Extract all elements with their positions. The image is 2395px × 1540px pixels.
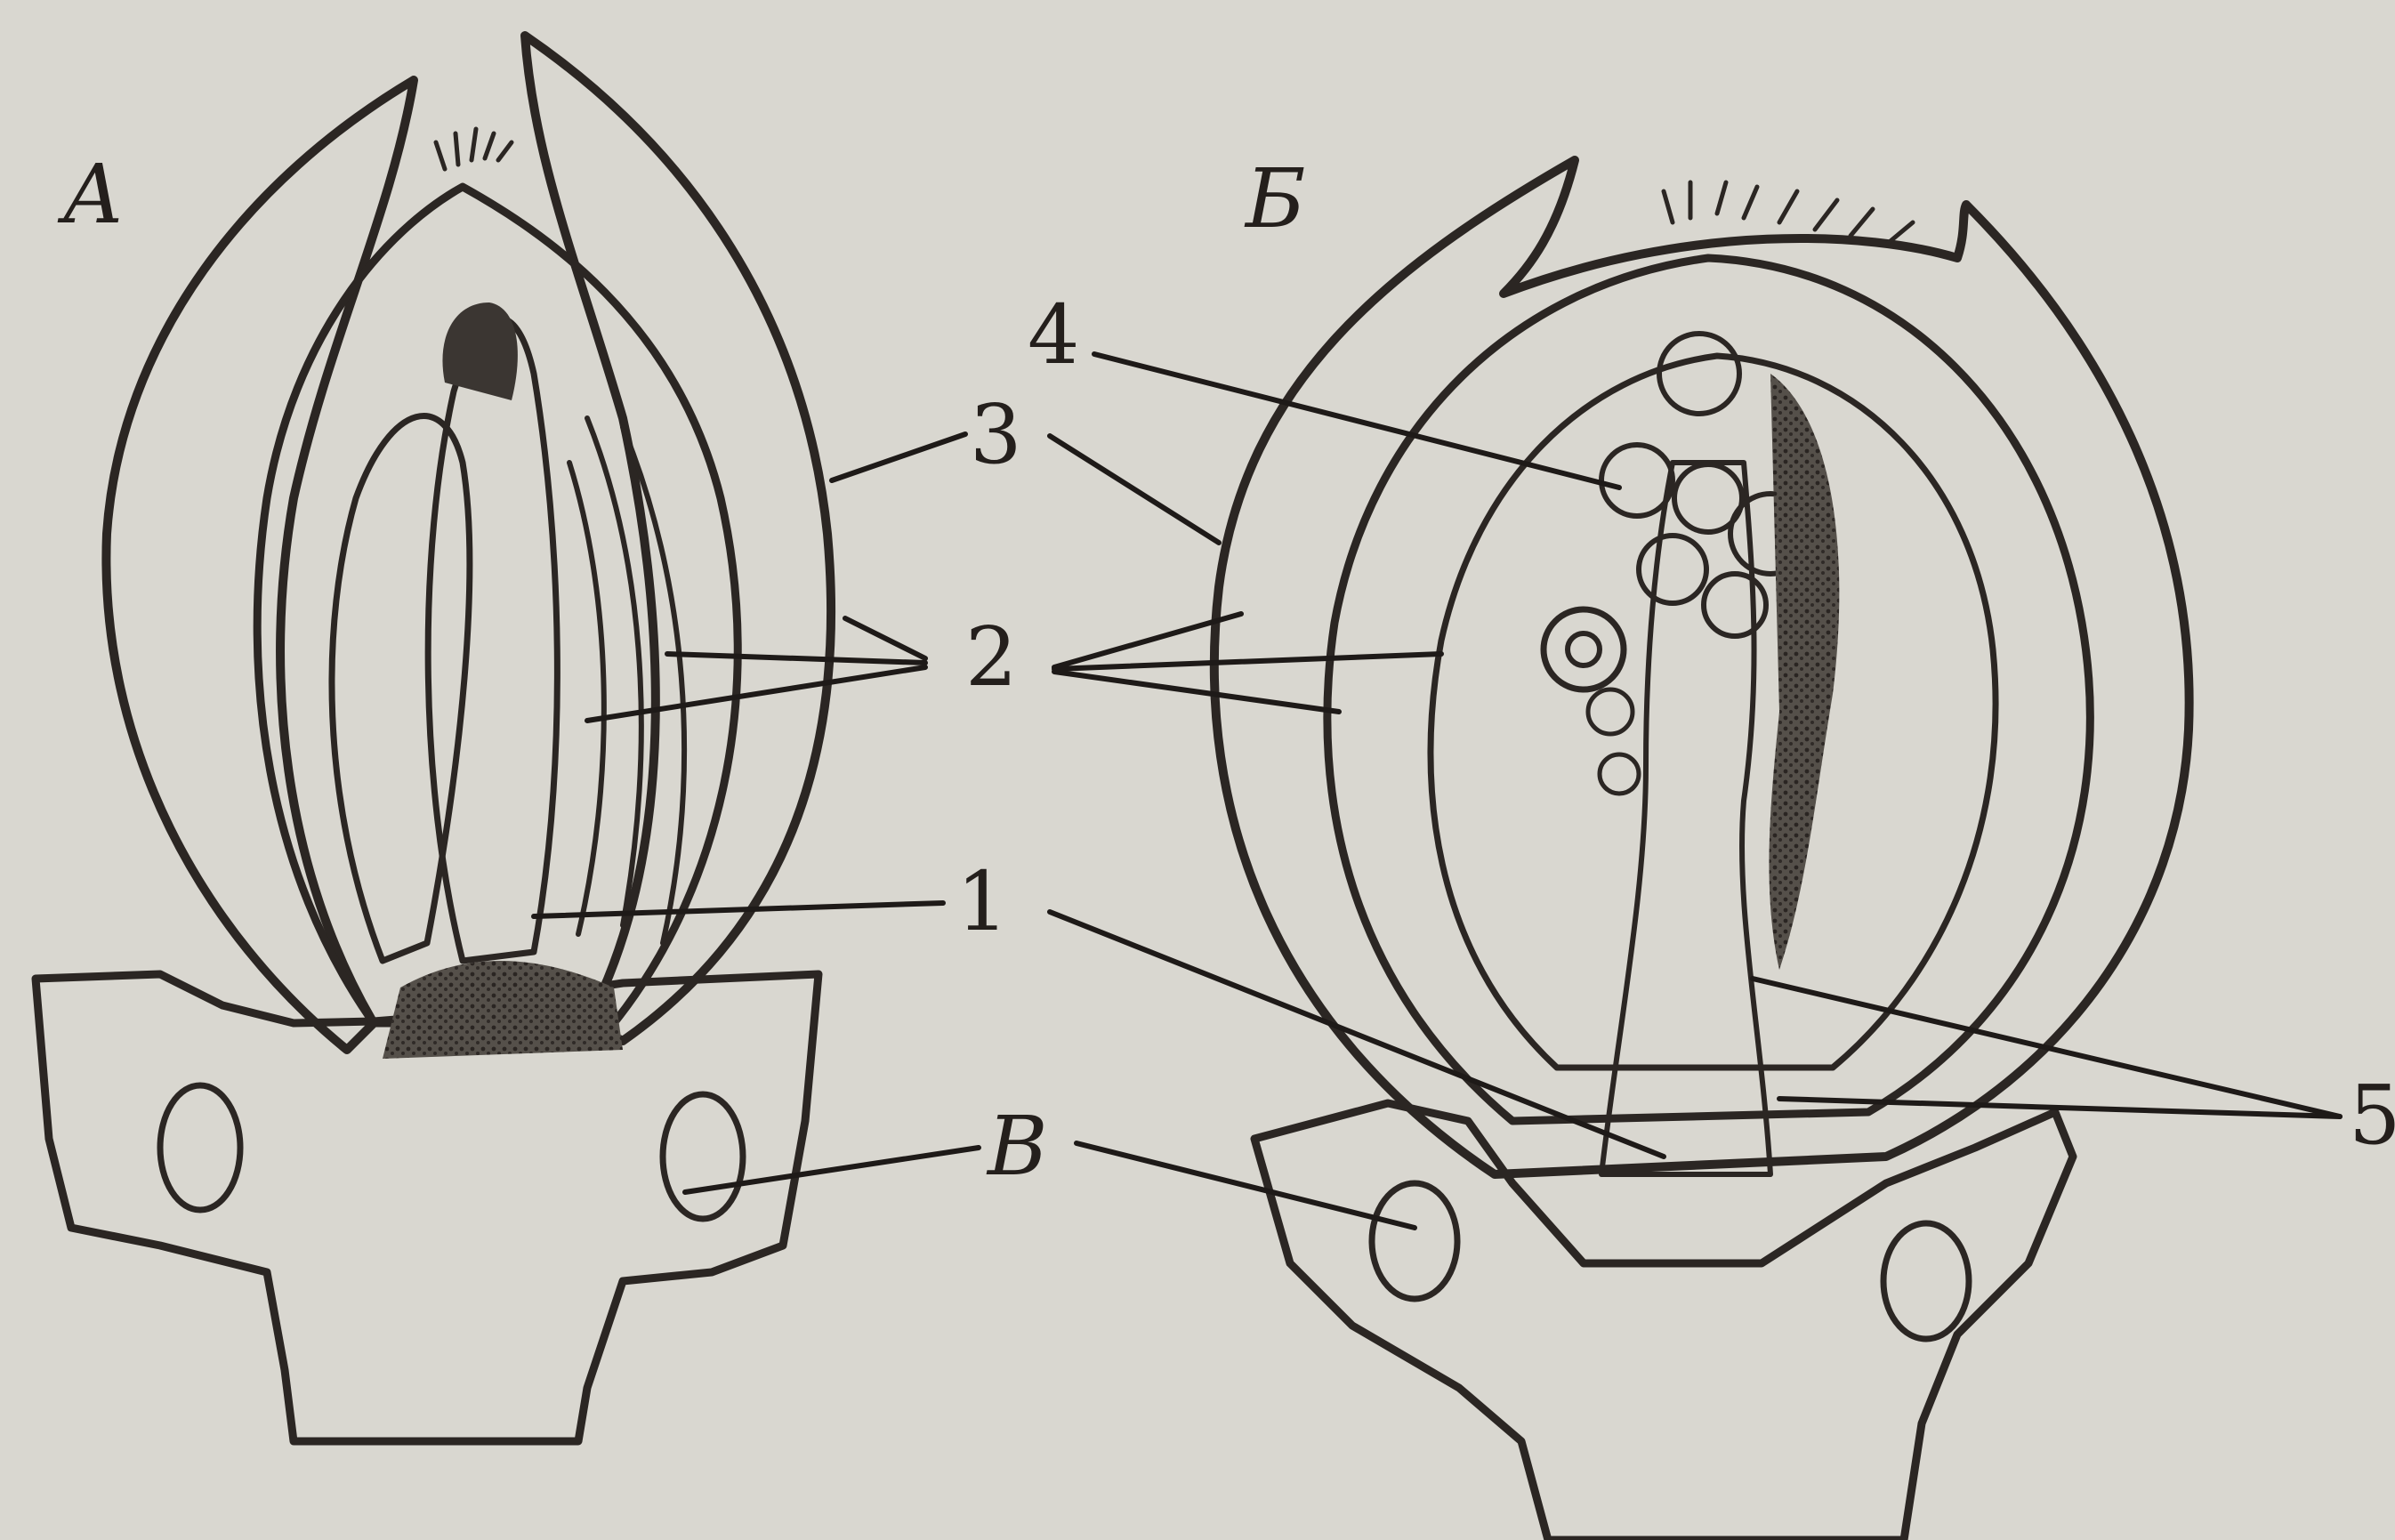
tip-hairs-a — [436, 129, 512, 169]
axillary-bud-b-right — [1883, 1223, 1969, 1339]
callout-4: 4 — [1028, 287, 1080, 383]
callout-1: 1 — [956, 854, 1009, 949]
callout-3: 3 — [970, 387, 1022, 482]
callout-v: В — [986, 1099, 1048, 1194]
embryonic-leaf-a-2 — [428, 318, 557, 961]
outer-scale-a-right — [525, 36, 831, 1041]
axillary-bud-a-left — [160, 1085, 240, 1210]
panel-label-a: А — [57, 147, 125, 242]
embryonic-leaf-a-1 — [332, 416, 470, 961]
scale-lines-a — [569, 418, 684, 943]
bud-a — [36, 36, 831, 1441]
axillary-bud-a-right — [663, 1094, 743, 1219]
shading-a — [383, 961, 623, 1059]
inner-scale-b — [1327, 258, 2090, 1121]
bud-b — [1214, 160, 2189, 1540]
flower-primordia-b — [1544, 334, 1810, 794]
callout-5: 5 — [2349, 1068, 2395, 1163]
outer-scale-b — [1214, 160, 2189, 1174]
axillary-bud-b-left — [1372, 1183, 1457, 1299]
panel-label-b: Б — [1244, 151, 1306, 246]
cavity-shading-b — [1769, 374, 1839, 970]
callout-2: 2 — [965, 609, 1018, 705]
